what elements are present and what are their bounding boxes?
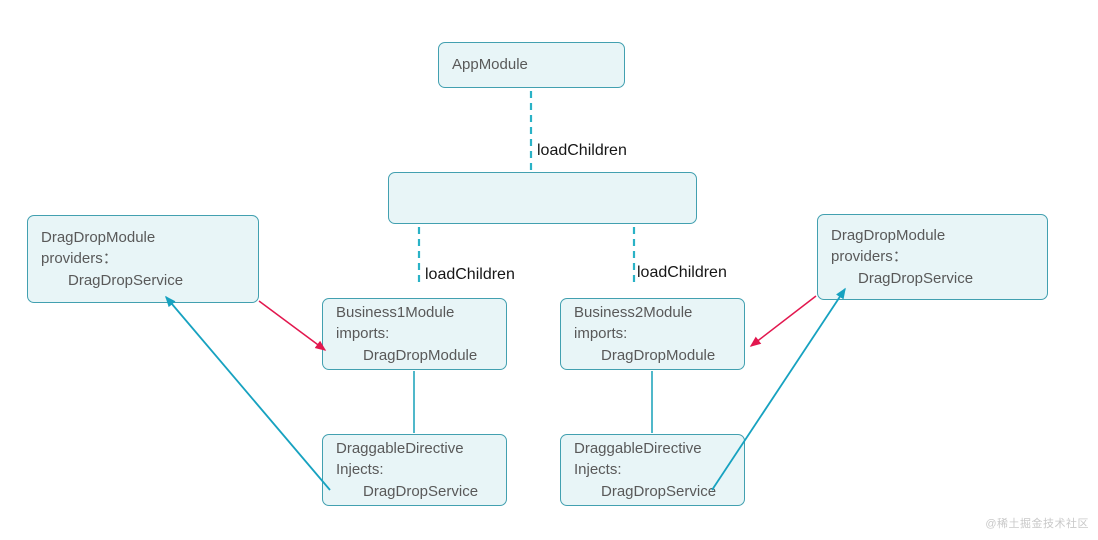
node-dragdrop-module-left: DragDropModule providers： DragDropServic… [27, 215, 259, 303]
juejin-watermark: @稀土掘金技术社区 [985, 518, 1089, 530]
node-business2-module: Business2Module imports: DragDropModule [560, 298, 745, 370]
node-business1-module: Business1Module imports: DragDropModule [322, 298, 507, 370]
node-text: DraggableDirective [336, 439, 464, 457]
node-text: DragDropService [68, 271, 184, 289]
node-text: imports: [336, 325, 390, 343]
node-text: DraggableDirective [574, 439, 702, 457]
node-text: DragDropService [858, 269, 974, 287]
node-draggable-directive-left: DraggableDirective Injects: DragDropServ… [322, 434, 507, 506]
edge-import-dragdrop-left-to-business1 [258, 300, 327, 351]
edge-label-loadchildren-left: loadChildren [425, 266, 515, 283]
node-app-module: AppModule [438, 42, 625, 88]
node-text: DragDropService [363, 482, 479, 500]
node-text: Business2Module [574, 303, 693, 321]
edge-label-loadchildren-top: loadChildren [537, 142, 627, 159]
node-text: Injects: [336, 461, 384, 479]
node-text: DragDropService [601, 482, 717, 500]
node-dragdrop-module-right: DragDropModule providers： DragDropServic… [817, 214, 1048, 300]
node-lazy-routes-empty-box [388, 172, 697, 224]
node-draggable-directive-right: DraggableDirective Injects: DragDropServ… [560, 434, 745, 506]
node-text: DragDropModule [363, 346, 478, 364]
node-text: providers： [41, 250, 118, 268]
edge-inject-draggable1-to-dragdrop-left [165, 295, 331, 491]
node-text: DragDropModule [831, 226, 946, 244]
node-text: providers： [831, 248, 908, 266]
node-text: Business1Module [336, 303, 455, 321]
node-text: Injects: [574, 461, 622, 479]
node-text: imports: [574, 325, 628, 343]
node-text: DragDropModule [41, 228, 156, 246]
edge-import-dragdrop-right-to-business2 [749, 295, 817, 347]
edge-label-loadchildren-right: loadChildren [637, 264, 727, 281]
node-text: DragDropModule [601, 346, 716, 364]
node-text: AppModule [452, 56, 528, 74]
